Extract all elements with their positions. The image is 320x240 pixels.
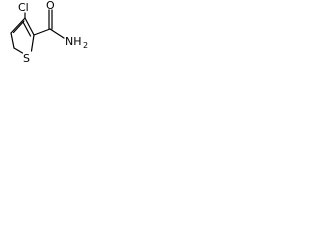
bond-c5-s	[13, 47, 24, 54]
bond-c3-c4-inner	[12, 20, 25, 34]
oxygen-label: O	[46, 0, 55, 12]
chemical-structure: Cl O S NH 2	[10, 0, 88, 65]
bond-c2-carbonyl	[33, 28, 51, 36]
bond-carbonyl-n	[49, 28, 65, 39]
chlorine-label: Cl	[18, 1, 29, 14]
bond-s-c2	[30, 34, 35, 52]
bond-c4-c5	[10, 32, 15, 49]
amide-nitrogen-label: NH	[65, 35, 82, 48]
bond-lines	[10, 9, 65, 54]
bond-c3-c2	[24, 17, 35, 36]
amide-subscript: 2	[83, 41, 88, 50]
bond-c2-c3-inner	[22, 21, 32, 37]
bond-c3-c4-outer	[10, 17, 26, 34]
sulfur-label: S	[23, 52, 30, 65]
